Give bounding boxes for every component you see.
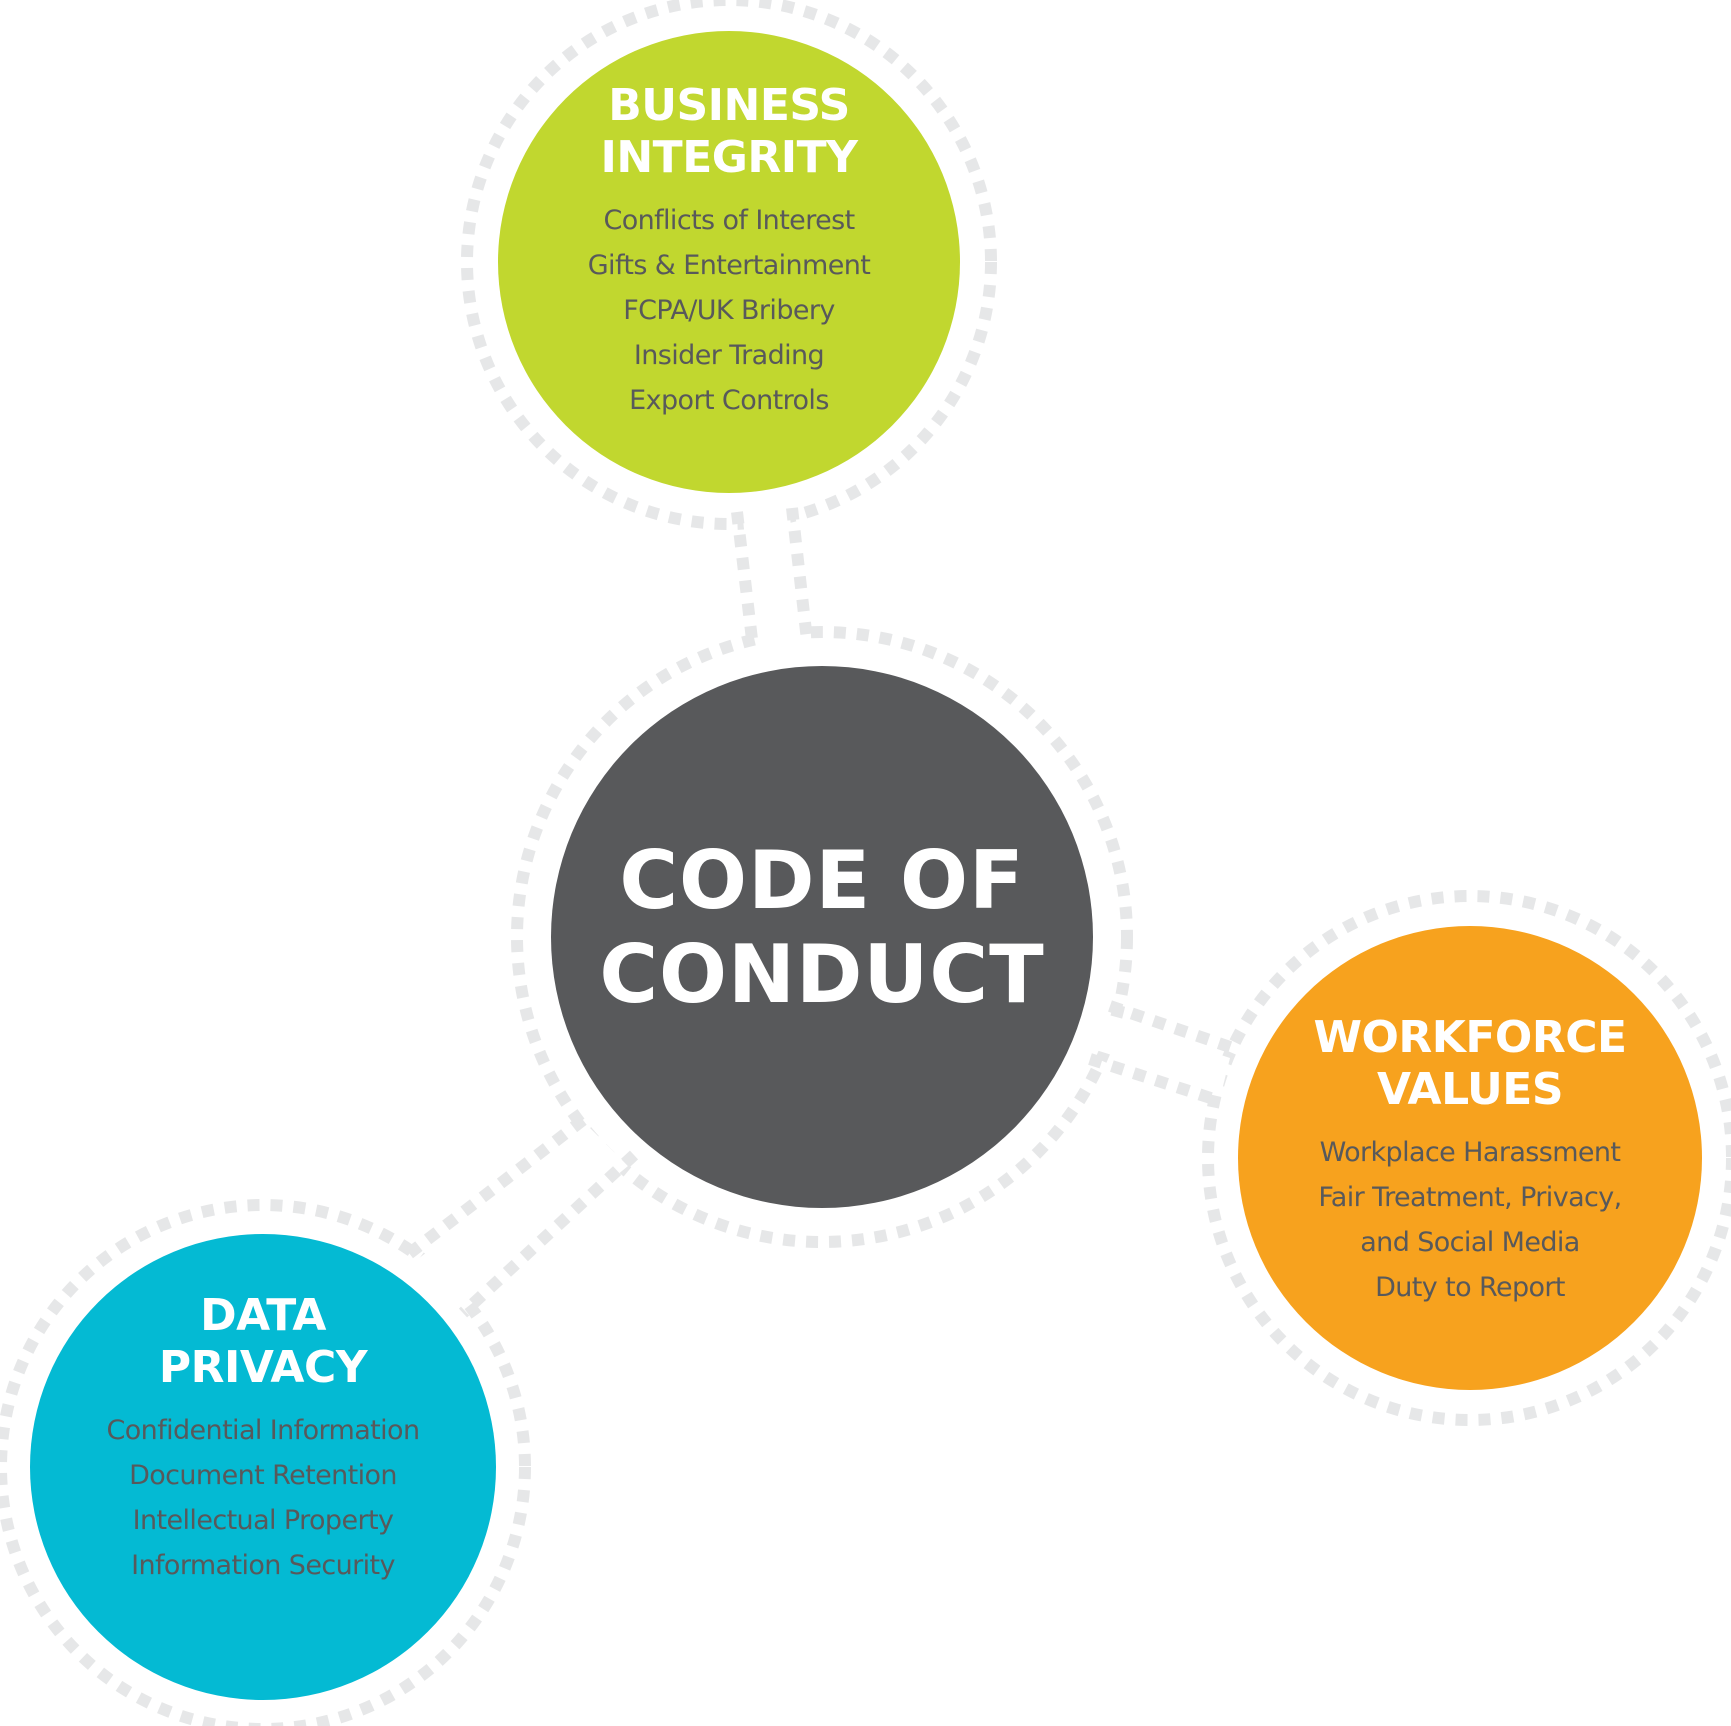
- list-item: Information Security: [131, 1550, 395, 1581]
- list-item: Gifts & Entertainment: [587, 250, 871, 281]
- list-item: Export Controls: [629, 385, 829, 416]
- business-integrity-dashed-ring: [461, 0, 997, 530]
- list-item: Confidential Information: [106, 1415, 421, 1446]
- business-integrity-title: BUSINESS INTEGRITY: [600, 80, 858, 184]
- data-privacy-circle: [30, 1234, 496, 1700]
- title-line: WORKFORCE: [1313, 1012, 1627, 1063]
- list-item: Workplace Harassment: [1319, 1137, 1621, 1168]
- title-line: DATA: [200, 1290, 326, 1341]
- list-item: Intellectual Property: [132, 1505, 394, 1536]
- data-privacy-title: DATA PRIVACY: [158, 1290, 368, 1394]
- center-node: CODE OF CONDUCT: [551, 666, 1093, 1208]
- list-item: Fair Treatment, Privacy,: [1318, 1182, 1622, 1213]
- center-dashed-ring: [511, 626, 1133, 1248]
- right-neck-mask: [1096, 1018, 1230, 1090]
- top-neck-mask: [741, 496, 803, 655]
- list-item: Insider Trading: [633, 340, 825, 371]
- workforce-values-node: WORKFORCE VALUES Workplace Harassment Fa…: [1238, 1012, 1702, 1332]
- data-privacy-dashed-ring: [0, 1199, 531, 1726]
- workforce-values-items: Workplace Harassment Fair Treatment, Pri…: [1318, 1130, 1622, 1310]
- center-title: CODE OF CONDUCT: [599, 834, 1044, 1022]
- title-line: INTEGRITY: [600, 132, 858, 183]
- list-item: FCPA/UK Bribery: [623, 295, 835, 326]
- left-connector-upper: [402, 1115, 587, 1261]
- left-neck-mask: [414, 1128, 628, 1305]
- list-item: and Social Media: [1360, 1227, 1580, 1258]
- title-line: CONDUCT: [599, 928, 1045, 1021]
- business-integrity-node: BUSINESS INTEGRITY Conflicts of Interest…: [498, 80, 960, 440]
- left-connector-lower: [458, 1150, 639, 1318]
- workforce-values-circle: [1238, 926, 1702, 1390]
- data-privacy-items: Confidential Information Document Retent…: [106, 1408, 421, 1588]
- data-privacy-node: DATA PRIVACY Confidential Information Do…: [30, 1290, 496, 1610]
- workforce-values-title: WORKFORCE VALUES: [1313, 1012, 1627, 1116]
- title-line: CODE OF: [619, 834, 1025, 927]
- list-item: Document Retention: [129, 1460, 397, 1491]
- center-circle: [551, 666, 1093, 1208]
- list-item: Duty to Report: [1375, 1272, 1565, 1303]
- title-line: PRIVACY: [158, 1342, 368, 1393]
- business-integrity-items: Conflicts of Interest Gifts & Entertainm…: [588, 198, 871, 423]
- title-line: BUSINESS: [608, 80, 850, 131]
- title-line: VALUES: [1376, 1064, 1564, 1115]
- list-item: Conflicts of Interest: [603, 205, 855, 236]
- business-integrity-circle: [498, 31, 960, 493]
